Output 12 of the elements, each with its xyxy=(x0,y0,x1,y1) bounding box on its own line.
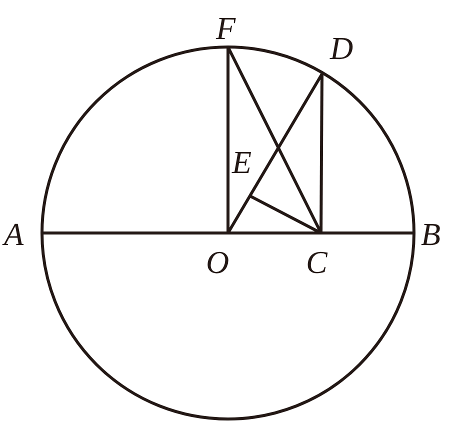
point-label: A xyxy=(4,218,24,250)
point-label: E xyxy=(232,146,252,178)
line-segment xyxy=(320,74,324,233)
point-label: D xyxy=(330,32,354,64)
point-label: F xyxy=(216,12,236,44)
line-segment xyxy=(226,73,324,234)
point-label: O xyxy=(206,246,230,278)
point-label: B xyxy=(421,218,441,250)
line-segment xyxy=(42,232,413,234)
line-segment xyxy=(249,194,322,234)
line-segment xyxy=(226,47,230,233)
point-label: C xyxy=(306,246,328,278)
